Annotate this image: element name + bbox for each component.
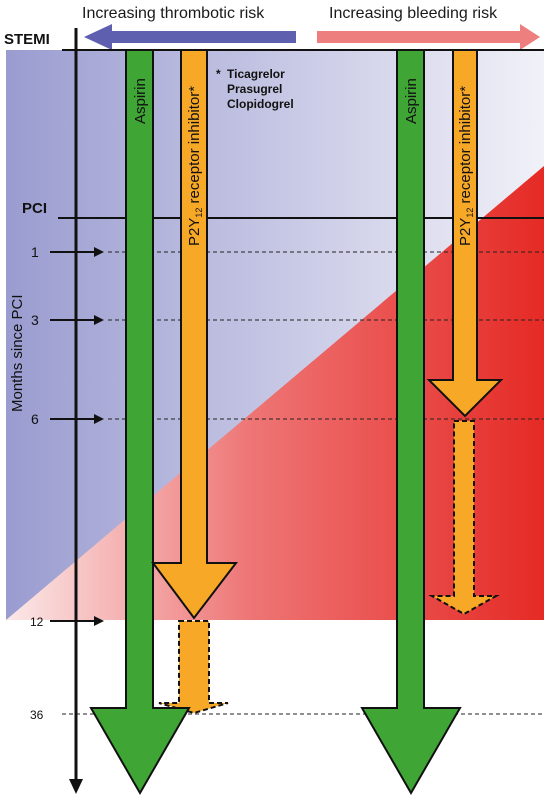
pci-label: PCI: [22, 200, 47, 217]
footnote-item-prasugrel: Prasugrel: [227, 82, 282, 96]
tick-label-6: 6: [31, 411, 39, 427]
tick-label-3: 3: [31, 312, 39, 328]
tick-marker-3-head: [94, 315, 104, 325]
p2y12-subscript-left: 12: [194, 208, 204, 218]
p2y12-arrow-right: [426, 49, 504, 418]
footnote-marker: *: [216, 67, 221, 81]
tick-label-1: 1: [31, 244, 39, 260]
aspirin-label-right: Aspirin: [403, 78, 420, 124]
time-axis-arrowhead: [69, 779, 83, 794]
thrombotic-risk-arrow: [84, 24, 296, 50]
p2y12-prefix-left: P2Y: [186, 218, 203, 246]
p2y12-suffix-left: receptor inhibitor*: [186, 86, 203, 208]
aspirin-label-left: Aspirin: [132, 78, 149, 124]
tick-marker-1-head: [94, 247, 104, 257]
bleeding-risk-arrow: [317, 24, 540, 50]
tick-marker-6-head: [94, 414, 104, 424]
p2y12-arrow-left: [151, 49, 239, 620]
p2y12-suffix-right: receptor inhibitor*: [457, 86, 474, 208]
aspirin-arrow-right: [360, 49, 462, 796]
p2y12-prefix-right: P2Y: [457, 218, 474, 246]
p2y12-label-left: P2Y12 receptor inhibitor*: [186, 86, 204, 246]
tick-label-12: 12: [30, 615, 44, 629]
p2y12-extension-arrow-left: [158, 620, 229, 715]
axis-title: Months since PCI: [9, 294, 26, 412]
tick-marker-12-head: [94, 616, 104, 626]
p2y12-extension-arrow-right: [428, 420, 500, 616]
tick-label-36: 36: [30, 708, 44, 722]
p2y12-subscript-right: 12: [465, 208, 475, 218]
thrombotic-risk-label: Increasing thrombotic risk: [82, 5, 265, 22]
p2y12-label-right: P2Y12 receptor inhibitor*: [457, 86, 475, 246]
footnote-item-clopidogrel: Clopidogrel: [227, 97, 294, 111]
aspirin-arrow-left: [89, 49, 191, 796]
stemi-label: STEMI: [4, 31, 50, 48]
footnote-item-ticagrelor: Ticagrelor: [227, 67, 285, 81]
bleeding-risk-label: Increasing bleeding risk: [329, 5, 498, 22]
